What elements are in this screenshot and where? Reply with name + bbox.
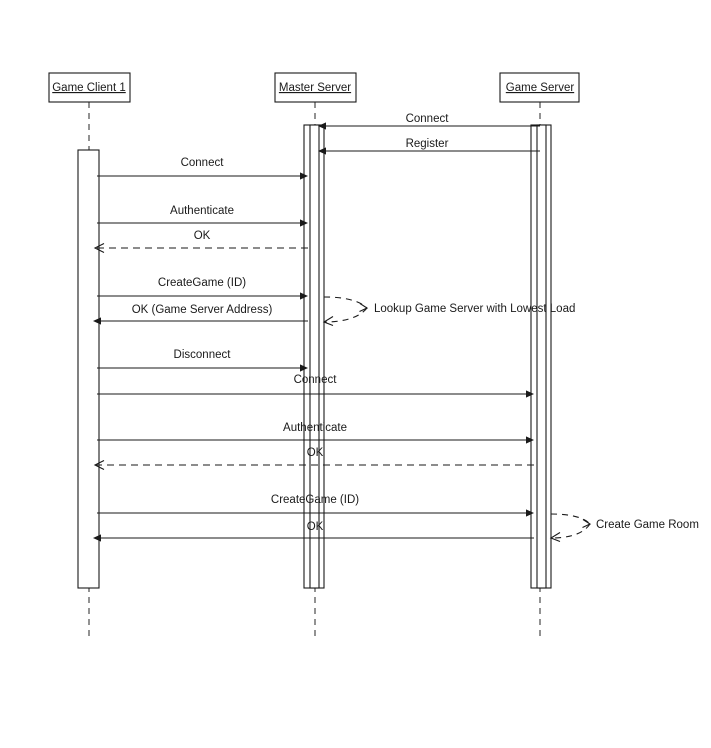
activations-layer: [77, 124, 552, 589]
self-call-end-arrow-lookup-game-server: [322, 316, 334, 327]
participant-box-gameserver[interactable]: [499, 72, 580, 103]
participant-master[interactable]: Master Server: [274, 72, 357, 103]
message-12: CreateGame (ID): [97, 494, 534, 517]
arrowhead-filled-13: [93, 534, 101, 542]
participant-box-client[interactable]: [48, 72, 131, 103]
arrowhead-filled-4: [300, 219, 308, 227]
message-6: CreateGame (ID): [97, 277, 308, 300]
participant-label-client: Game Client 1: [52, 82, 126, 94]
arrowhead-filled-6: [300, 292, 308, 300]
message-8: Disconnect: [97, 349, 308, 372]
message-1: Connect: [318, 113, 540, 130]
participant-client[interactable]: Game Client 1: [48, 72, 131, 103]
gameserver-activation-inner: [536, 124, 547, 589]
arrowhead-open-5: [93, 243, 105, 253]
self-calls-layer: Lookup Game Server with Lowest LoadCreat…: [322, 296, 699, 543]
arrowhead-filled-8: [300, 364, 308, 372]
master-activation-inner: [309, 124, 320, 589]
arrowhead-filled-7: [93, 317, 101, 325]
message-label-7: OK (Game Server Address): [132, 304, 273, 316]
message-13: OK: [93, 521, 534, 542]
participant-headers-layer: Game Client 1 Master Server Game Server: [48, 72, 580, 103]
arrowhead-filled-9: [526, 390, 534, 398]
arrowhead-filled-1: [318, 122, 326, 130]
message-2: Register: [318, 138, 540, 155]
arrowhead-filled-12: [526, 509, 534, 517]
self-call-label-lookup-game-server: Lookup Game Server with Lowest Load: [374, 303, 575, 315]
message-7: OK (Game Server Address): [93, 304, 308, 325]
self-call-label-create-game-room: Create Game Room: [596, 519, 699, 531]
message-label-4: Authenticate: [170, 205, 234, 217]
message-3: Connect: [97, 157, 308, 180]
messages-layer: ConnectRegisterConnectAuthenticateOKCrea…: [93, 113, 540, 542]
message-5: OK: [93, 230, 308, 253]
self-call-back-lookup-game-server: [323, 307, 368, 323]
participant-box-master[interactable]: [274, 72, 357, 103]
message-label-9: Connect: [294, 374, 338, 386]
self-call-back-create-game-room: [550, 523, 591, 539]
message-label-3: Connect: [181, 157, 225, 169]
self-call-out-lookup-game-server: [323, 296, 368, 309]
message-11: OK: [93, 447, 534, 470]
message-4: Authenticate: [97, 205, 308, 227]
arrowhead-filled-3: [300, 172, 308, 180]
arrowhead-filled-10: [526, 436, 534, 444]
self-call-end-arrow-create-game-room: [549, 532, 561, 543]
message-label-8: Disconnect: [174, 349, 232, 361]
message-label-12: CreateGame (ID): [271, 494, 359, 506]
self-call-out-create-game-room: [550, 513, 591, 525]
message-label-2: Register: [406, 138, 449, 150]
message-label-10: Authenticate: [283, 422, 347, 434]
arrowhead-open-11: [93, 460, 105, 470]
participant-gameserver[interactable]: Game Server: [499, 72, 580, 103]
self-call-tip-arrow-lookup-game-server: [359, 303, 369, 312]
participant-label-gameserver: Game Server: [506, 82, 575, 94]
message-10: Authenticate: [97, 422, 534, 444]
message-label-1: Connect: [406, 113, 450, 125]
message-label-13: OK: [307, 521, 324, 533]
arrowhead-filled-2: [318, 147, 326, 155]
client-activation: [77, 149, 100, 589]
participant-label-master: Master Server: [279, 82, 351, 94]
self-call-create-game-room: Create Game Room: [549, 513, 699, 543]
message-label-11: OK: [307, 447, 324, 459]
self-call-lookup-game-server: Lookup Game Server with Lowest Load: [322, 296, 575, 327]
message-label-5: OK: [194, 230, 211, 242]
message-9: Connect: [97, 374, 534, 398]
message-label-6: CreateGame (ID): [158, 277, 246, 289]
